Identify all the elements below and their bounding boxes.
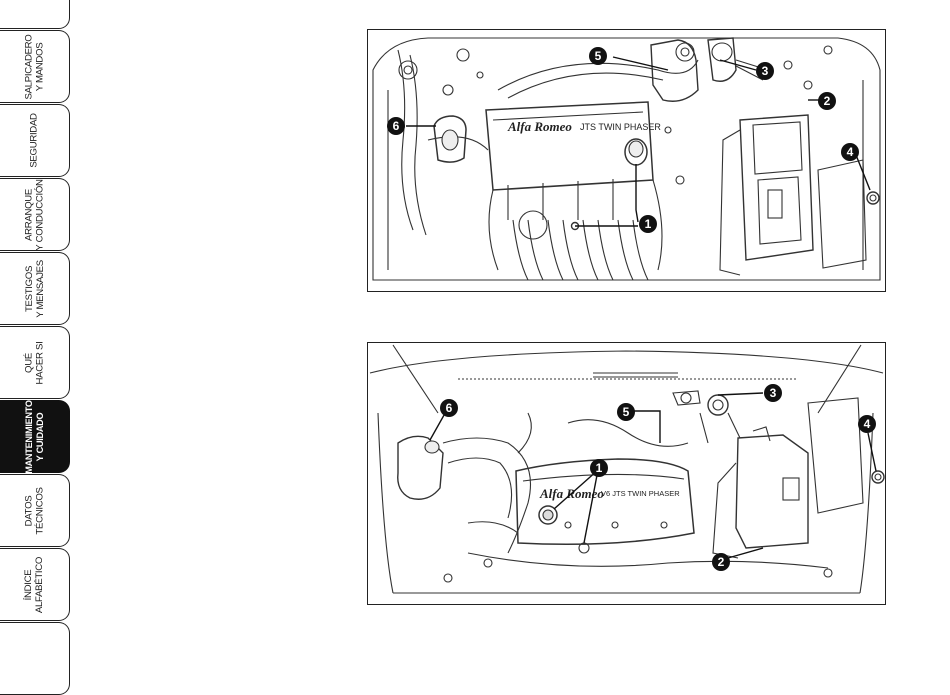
callout-6: 6 [387, 117, 405, 135]
tab-indice-alfabetico[interactable]: ÍNDICE ALFABÉTICO [0, 548, 70, 621]
tab-arranque-y-conduccion[interactable]: ARRANQUE Y CONDUCCIÓN [0, 178, 70, 251]
tab-label: ÍNDICE ALFABÉTICO [24, 556, 46, 612]
callout-5: 5 [617, 403, 635, 421]
callout-4: 4 [841, 143, 859, 161]
tab-que-hacer-si[interactable]: QUÉ HACER SI [0, 326, 70, 399]
section-tabs: SALPICADERO Y MANDOS SEGURIDAD ARRANQUE … [0, 0, 72, 670]
callout-2: 2 [818, 92, 836, 110]
tab-label: QUÉ HACER SI [23, 341, 45, 384]
callout-2: 2 [712, 553, 730, 571]
callout-6: 6 [440, 399, 458, 417]
tab-testigos-y-mensajes[interactable]: TESTIGOS Y MENSAJES [0, 252, 70, 325]
engine-bay-figure-jts: Alfa Romeo JTS TWIN PHASER 1 2 3 4 5 6 [367, 29, 886, 292]
engine-bay-figure-v6-jts: Alfa Romeo V6 JTS TWIN PHASER 1 2 3 4 5 … [367, 342, 886, 605]
callout-3: 3 [756, 62, 774, 80]
engine-cover-label: V6 JTS TWIN PHASER [601, 489, 680, 498]
callout-4: 4 [858, 415, 876, 433]
tab-label: ARRANQUE Y CONDUCCIÓN [24, 179, 46, 250]
brand-script: Alfa Romeo [507, 119, 572, 134]
tab-seguridad[interactable]: SEGURIDAD [0, 104, 70, 177]
callout-1: 1 [590, 459, 608, 477]
tab-salpicadero-y-mandos[interactable]: SALPICADERO Y MANDOS [0, 30, 70, 103]
engine-bay-drawing: Alfa Romeo JTS TWIN PHASER [368, 30, 885, 291]
tab-label: TESTIGOS Y MENSAJES [23, 260, 45, 318]
tab-datos-tecnicos[interactable]: DATOS TÉCNICOS [0, 474, 70, 547]
tab-bottom-blank [0, 622, 70, 695]
tab-mantenimiento-y-cuidado[interactable]: MANTENIMIENTO Y CUIDADO [0, 400, 70, 473]
callout-5: 5 [589, 47, 607, 65]
tab-label: DATOS TÉCNICOS [23, 487, 45, 534]
tab-label: SALPICADERO Y MANDOS [23, 34, 45, 99]
tab-top-blank [0, 0, 70, 29]
engine-bay-drawing: Alfa Romeo V6 JTS TWIN PHASER [368, 343, 885, 604]
tab-label: MANTENIMIENTO Y CUIDADO [24, 400, 46, 474]
engine-cover-label: JTS TWIN PHASER [580, 122, 661, 132]
callout-3: 3 [764, 384, 782, 402]
callout-1: 1 [639, 215, 657, 233]
tab-label: SEGURIDAD [29, 113, 40, 167]
